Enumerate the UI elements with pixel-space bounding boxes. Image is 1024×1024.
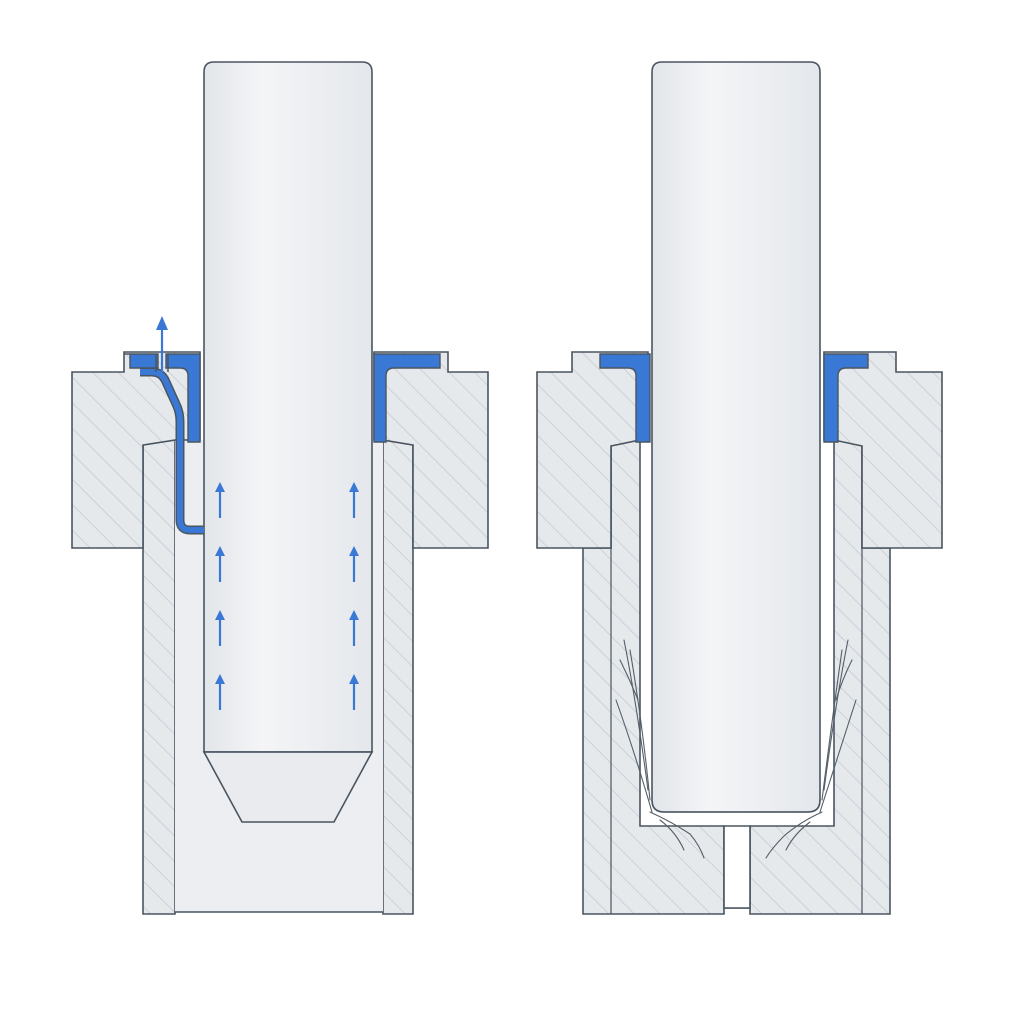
right-panel xyxy=(536,61,943,915)
flow-arrow-up-icon xyxy=(349,546,359,582)
left-panel xyxy=(71,61,489,915)
flow-arrow-up-icon xyxy=(349,482,359,518)
left-seal-left-lip xyxy=(165,353,201,443)
left-seal-right-body xyxy=(373,353,441,443)
flow-arrow-up-icon xyxy=(215,546,225,582)
right-seal-right xyxy=(823,353,869,443)
right-seal-left xyxy=(599,353,651,443)
left-pin xyxy=(202,61,374,823)
left-sleeve-left-wall xyxy=(142,439,176,915)
left-flow-arrows xyxy=(215,482,359,710)
left-sleeve-right-wall xyxy=(382,439,414,915)
flow-arrow-up-icon xyxy=(349,610,359,646)
right-cracks xyxy=(615,639,857,859)
left-vent-outflow-arrow xyxy=(156,316,168,372)
flow-arrow-up-icon xyxy=(215,610,225,646)
right-pin xyxy=(651,61,821,813)
right-bottom-vent xyxy=(723,825,751,909)
flow-arrow-up-icon xyxy=(215,674,225,710)
flow-arrow-up-icon xyxy=(349,674,359,710)
flow-arrow-up-icon xyxy=(215,482,225,518)
